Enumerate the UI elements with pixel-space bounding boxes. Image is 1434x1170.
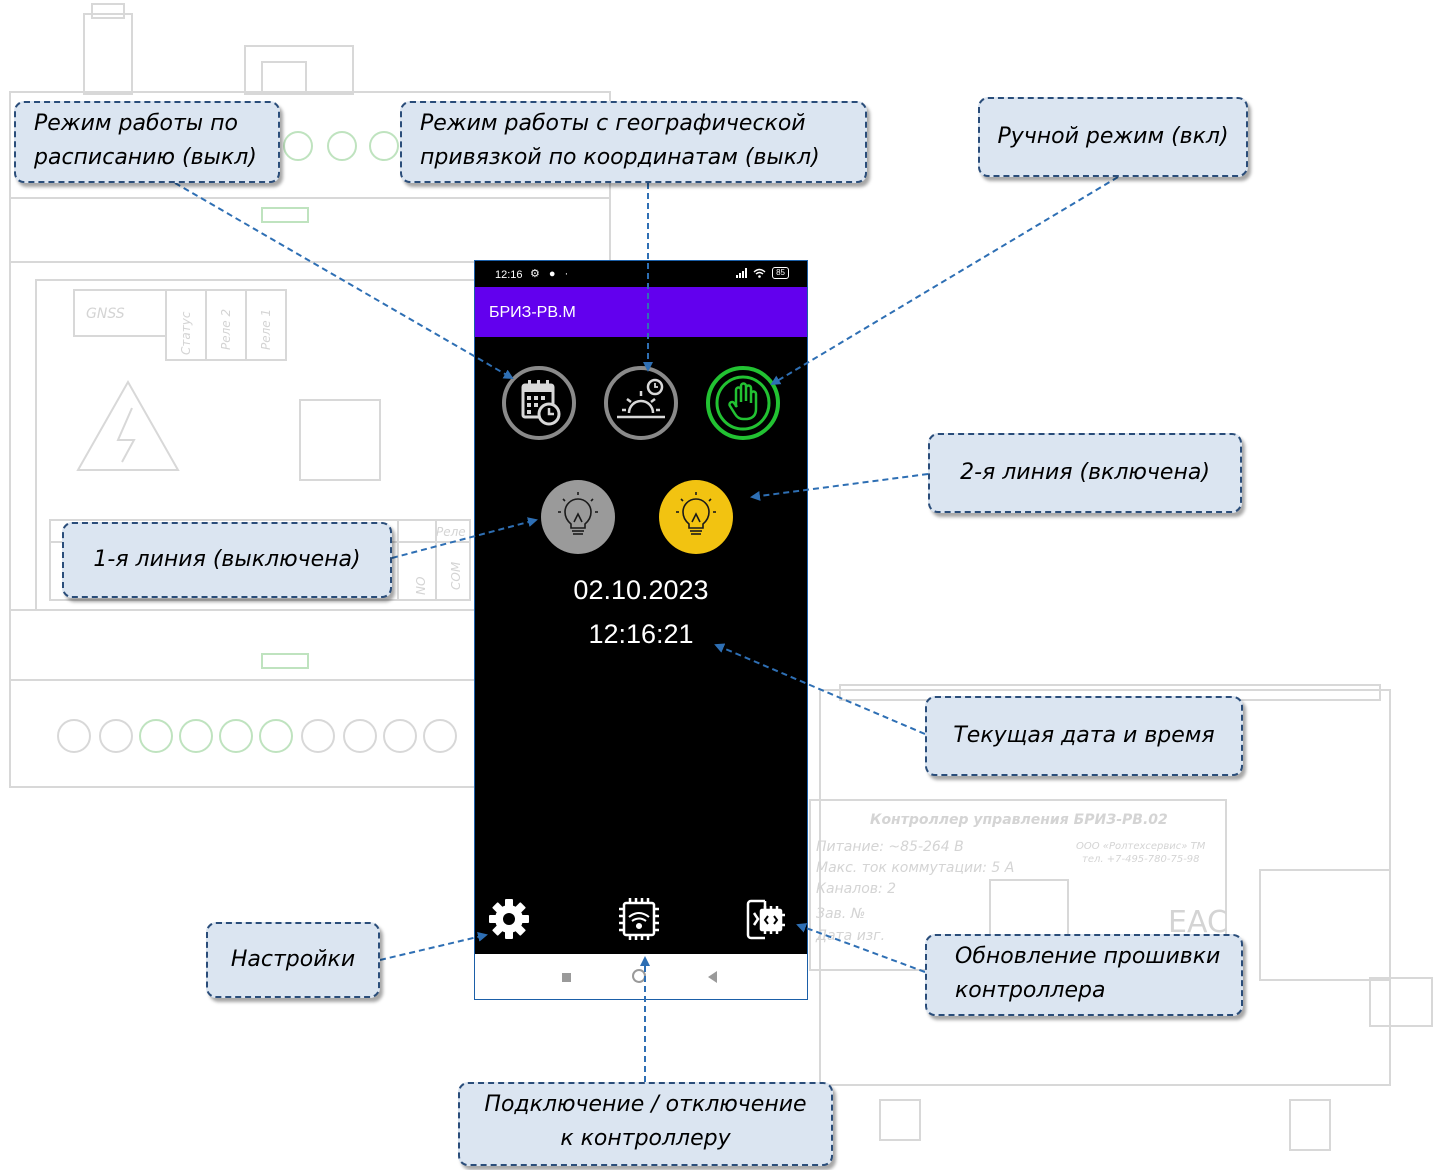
svg-text:Макс. ток коммутации: 5 А: Макс. ток коммутации: 5 А [816,860,1014,876]
callout-text: Обновление прошивки [955,944,1221,969]
callout-text: привязкой по координатам (выкл) [420,145,820,170]
manual-mode-button[interactable] [705,365,781,441]
status-bar: 12:16 ⚙ ● · 85 [475,261,807,287]
firmware-update-button[interactable] [737,895,789,943]
callout-settings: Настройки [206,922,380,998]
sunrise-icon [617,378,665,419]
schedule-mode-button[interactable] [501,365,577,441]
callout-line-2: 2-я линия (включена) [928,433,1242,513]
back-icon[interactable] [708,971,717,983]
svg-text:Зав. №: Зав. № [816,906,865,922]
svg-text:COM: COM [449,561,463,590]
svg-text:ООО «Ролтехсервис» ТМ: ООО «Ролтехсервис» ТМ [1076,841,1206,852]
callout-text: Режим работы по [34,111,239,136]
svg-text:Дата изг.: Дата изг. [815,928,885,944]
signal-icon [736,268,748,278]
svg-text:Питание: ~85-264 В: Питание: ~85-264 В [816,839,964,855]
system-nav-bar [475,954,807,999]
current-date: 02.10.2023 [573,575,709,605]
svg-text:Статус: Статус [179,311,193,355]
callout-text: контроллера [955,978,1106,1003]
svg-text:тел. +7-495-780-75-98: тел. +7-495-780-75-98 [1082,854,1200,865]
light-bulb-icon [558,492,598,535]
svg-text:NO: NO [414,577,428,595]
line-2-toggle[interactable] [659,480,733,554]
svg-text:Контроллер управления БРИЗ-РВ.: Контроллер управления БРИЗ-РВ.02 [870,812,1168,828]
callout-geo-mode: Режим работы с географической привязкой … [400,101,867,183]
line-1-toggle[interactable] [541,480,615,554]
svg-text:Реле 1: Реле 1 [259,309,273,350]
battery-icon: 85 [772,267,789,279]
wifi-icon [753,268,766,278]
hand-icon [728,382,758,421]
svg-text:Реле: Реле [436,525,466,539]
status-notification-icons: ⚙ ● · [530,268,572,280]
callout-text: Режим работы с географической [420,111,806,136]
phone-screen: 12:16 ⚙ ● · 85 БРИЗ-РВ.М [474,260,808,1000]
svg-text:Реле 2: Реле 2 [219,309,233,350]
firmware-update-icon [746,899,785,940]
callout-text: к контроллеру [560,1126,731,1151]
home-icon[interactable] [632,969,646,983]
geo-mode-button[interactable] [603,365,679,441]
callout-line-1: 1-я линия (выключена) [62,522,392,598]
settings-button[interactable] [483,895,535,943]
status-right-icons: 85 [736,267,789,279]
svg-text:Каналов: 2: Каналов: 2 [816,881,896,897]
light-bulb-icon [676,492,716,535]
recent-apps-icon[interactable] [562,973,571,982]
svg-text:GNSS: GNSS [86,306,125,322]
gear-icon [489,899,529,939]
app-title: БРИЗ-РВ.М [489,304,576,321]
callout-schedule-mode: Режим работы по расписанию (выкл) [14,101,280,183]
callout-manual-mode: Ручной режим (вкл) [978,97,1248,177]
chip-wifi-icon [619,898,659,940]
callout-text: Подключение / отключение [484,1092,807,1117]
callout-text: расписанию (выкл) [34,145,257,170]
callout-datetime: Текущая дата и время [925,696,1243,776]
calendar-clock-icon [521,380,561,426]
callout-firmware-update: Обновление прошивки контроллера [925,934,1243,1016]
connect-button[interactable] [613,895,665,943]
callout-connect: Подключение / отключение к контроллеру [458,1082,833,1166]
status-time: 12:16 [495,269,523,281]
current-time: 12:16:21 [588,619,694,649]
app-bar: БРИЗ-РВ.М [475,287,807,337]
